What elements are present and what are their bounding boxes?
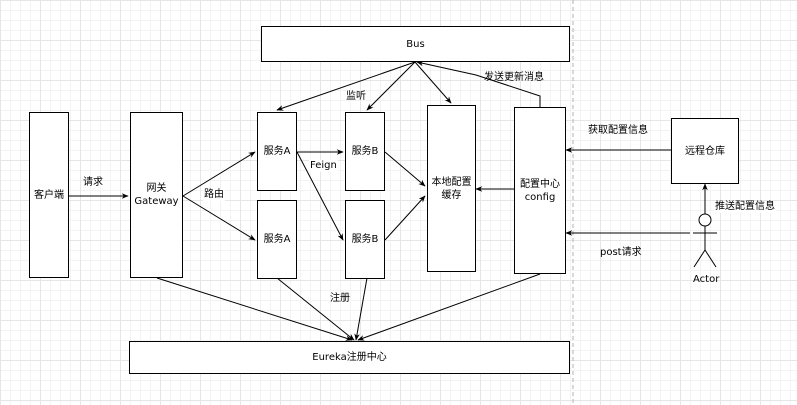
edge-service-b-eureka xyxy=(354,277,368,341)
edge-config-eureka xyxy=(357,273,541,341)
edge-b-bottom-cache xyxy=(384,195,426,241)
edge-label-listen: 监听 xyxy=(346,91,366,102)
edge-b-top-cache xyxy=(384,151,426,187)
edge-bus-service-b xyxy=(366,61,416,111)
client-node: 客户端 xyxy=(29,112,69,278)
edge-label-feign: Feign xyxy=(309,160,338,172)
local-config-cache-node: 本地配置 缓存 xyxy=(427,105,476,272)
edge-config-bus xyxy=(416,60,541,107)
edge-service-a-eureka xyxy=(276,277,355,341)
edge-label-send-update: 发送更新消息 xyxy=(484,72,544,83)
gateway-node: 网关 Gateway xyxy=(130,112,183,278)
service-b-bottom-node: 服务B xyxy=(345,200,385,279)
remote-repo-node: 远程仓库 xyxy=(671,118,739,184)
edge-gateway-eureka xyxy=(156,277,353,341)
edge-label-routing: 路由 xyxy=(203,189,225,201)
edge-route-a-bottom xyxy=(182,195,256,241)
edge-route-a-top xyxy=(182,151,256,197)
service-b-top-node: 服务B xyxy=(345,112,385,191)
edge-feign-a-b-cross xyxy=(296,151,344,241)
eureka-node: Eureka注册中心 xyxy=(129,341,570,374)
service-a-bottom-node: 服务A xyxy=(257,200,297,279)
edge-bus-cache xyxy=(414,61,452,104)
edge-label-post-request: post请求 xyxy=(600,247,642,258)
edge-label-fetch-config: 获取配置信息 xyxy=(588,125,648,136)
actor-label: Actor xyxy=(693,274,720,285)
edge-label-push-config: 推送配置信息 xyxy=(714,201,776,213)
config-center-node: 配置中心 config xyxy=(514,107,566,274)
edge-label-register: 注册 xyxy=(330,293,350,304)
actor-figure-icon xyxy=(693,213,717,268)
edge-label-request: 请求 xyxy=(83,177,103,188)
service-a-top-node: 服务A xyxy=(257,112,297,191)
edge-bus-service-a xyxy=(276,61,416,111)
bus-node: Bus xyxy=(261,26,570,62)
